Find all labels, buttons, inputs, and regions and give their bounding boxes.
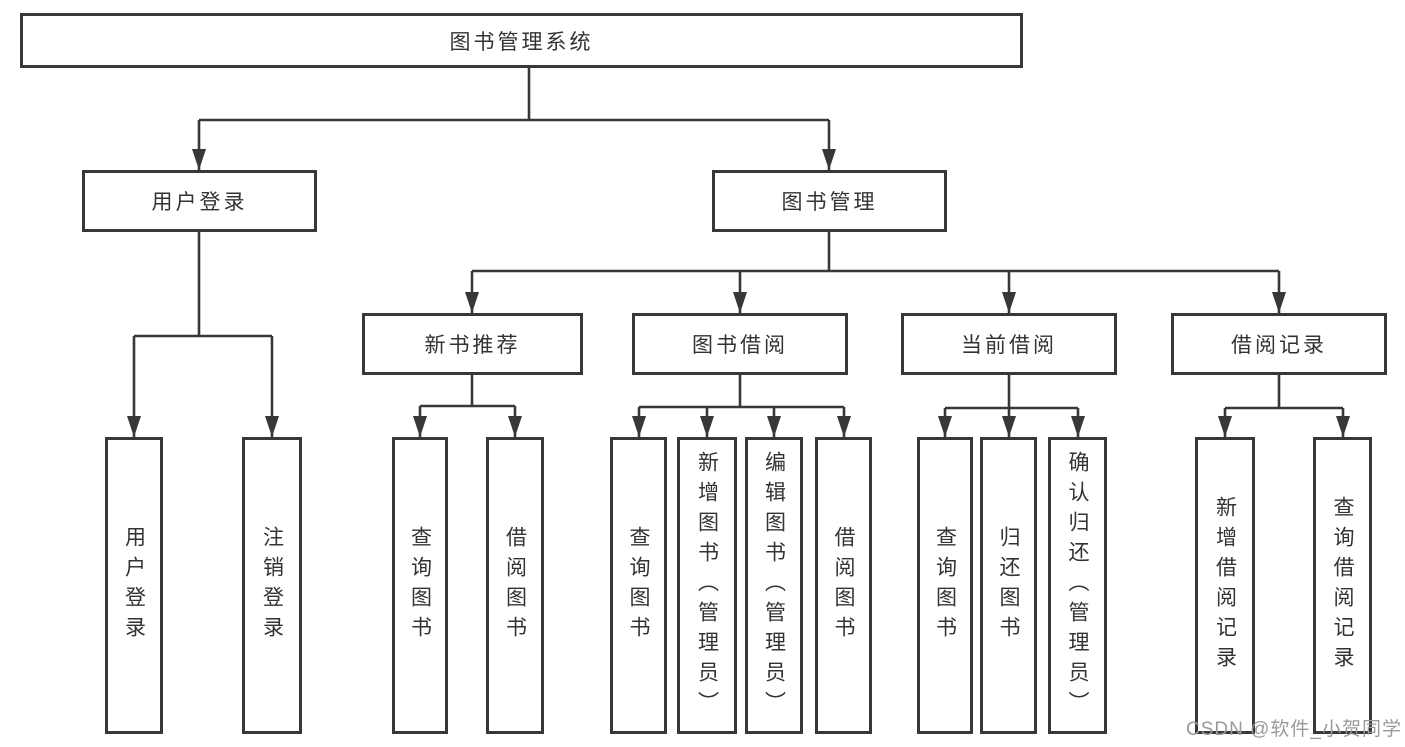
leaf-nbr-query-books: 查询图书 — [392, 437, 448, 734]
leaf-cb-return-books-label: 归还图书 — [997, 525, 1021, 646]
leaf-bb-borrow-books: 借阅图书 — [815, 437, 872, 734]
leaf-bb-query-books: 查询图书 — [610, 437, 667, 734]
leaf-br-add-record: 新增借阅记录 — [1195, 437, 1255, 734]
node-book-management: 图书管理 — [712, 170, 947, 232]
node-current-borrow: 当前借阅 — [901, 313, 1117, 375]
leaf-cb-query-books: 查询图书 — [917, 437, 973, 734]
leaf-bb-edit-books-admin-label: 编辑图书（管理员） — [762, 450, 786, 721]
leaf-cb-confirm-return-admin: 确认归还（管理员） — [1048, 437, 1107, 734]
leaf-bb-borrow-books-label: 借阅图书 — [832, 525, 856, 646]
leaf-nbr-borrow-books-label: 借阅图书 — [503, 525, 527, 646]
leaf-nbr-borrow-books: 借阅图书 — [486, 437, 544, 734]
node-new-book-recommend: 新书推荐 — [362, 313, 583, 375]
node-book-borrow-label: 图书借阅 — [692, 334, 788, 357]
node-current-borrow-label: 当前借阅 — [961, 334, 1057, 357]
leaf-cb-return-books: 归还图书 — [980, 437, 1037, 734]
node-root-label: 图书管理系统 — [449, 30, 594, 54]
leaf-bb-add-books-admin: 新增图书（管理员） — [677, 437, 737, 734]
leaf-br-add-record-label: 新增借阅记录 — [1213, 495, 1237, 676]
leaf-cb-confirm-return-admin-label: 确认归还（管理员） — [1066, 450, 1090, 721]
leaf-bb-query-books-label: 查询图书 — [627, 525, 651, 646]
node-root: 图书管理系统 — [20, 13, 1023, 68]
leaf-br-query-record-label: 查询借阅记录 — [1331, 495, 1355, 676]
node-user-login: 用户登录 — [82, 170, 317, 232]
node-new-book-recommend-label: 新书推荐 — [424, 334, 521, 357]
node-book-management-label: 图书管理 — [781, 191, 878, 214]
node-user-login-label: 用户登录 — [151, 191, 248, 214]
node-borrow-records-label: 借阅记录 — [1231, 334, 1327, 357]
node-borrow-records: 借阅记录 — [1171, 313, 1387, 375]
leaf-logout: 注销登录 — [242, 437, 302, 734]
leaf-bb-edit-books-admin: 编辑图书（管理员） — [745, 437, 803, 734]
leaf-logout-label: 注销登录 — [260, 525, 284, 646]
leaf-user-login: 用户登录 — [105, 437, 163, 734]
leaf-user-login-label: 用户登录 — [122, 525, 146, 646]
csdn-watermark: CSDN @软件_小贺同学 — [1186, 719, 1402, 740]
leaf-bb-add-books-admin-label: 新增图书（管理员） — [695, 450, 719, 721]
leaf-br-query-record: 查询借阅记录 — [1313, 437, 1372, 734]
node-book-borrow: 图书借阅 — [632, 313, 848, 375]
leaf-nbr-query-books-label: 查询图书 — [408, 525, 432, 646]
leaf-cb-query-books-label: 查询图书 — [933, 525, 957, 646]
